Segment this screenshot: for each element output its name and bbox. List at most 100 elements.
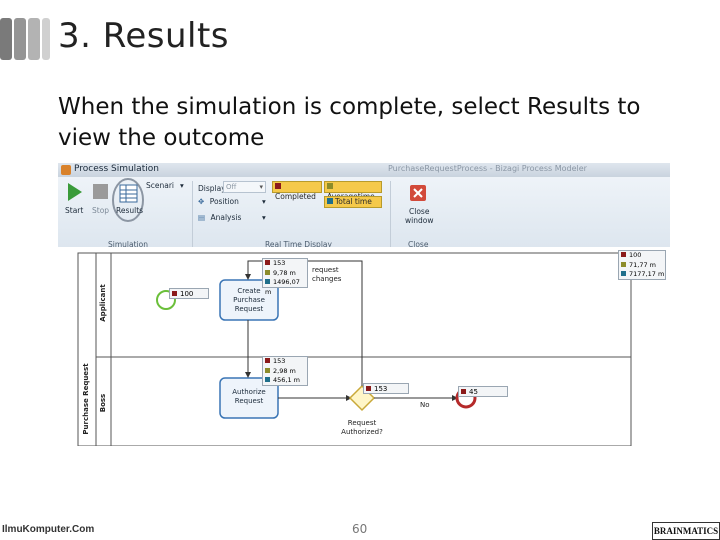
stop-label: Stop <box>92 206 110 215</box>
slide-body-text: When the simulation is complete, select … <box>58 94 641 151</box>
lane-label-boss: Boss <box>99 393 107 413</box>
stop-icon <box>93 184 108 199</box>
footer-brand-logo: BRAINMATICS <box>652 522 720 540</box>
total-time-color-swatch <box>621 271 626 276</box>
stop-button[interactable]: Stop <box>89 181 111 221</box>
display-value: Off <box>226 183 237 191</box>
start-counter: 100 <box>169 288 209 299</box>
analysis-label: Analysis <box>210 213 242 222</box>
summary-average-time: 71,77 m <box>629 260 657 269</box>
table-icon <box>119 184 138 203</box>
summary-total-time: 7177,17 m <box>629 270 665 278</box>
position-icon: ✥ <box>198 197 205 206</box>
app-title: Process Simulation <box>74 164 159 174</box>
scenario-select[interactable]: Scenari ▾ <box>146 181 188 193</box>
realtime-group-label: Real Time Display <box>265 240 332 249</box>
gateway-counter-value: 153 <box>374 385 388 393</box>
task1-total-time: 1496,07 m <box>265 278 300 296</box>
chevron-down-icon: ▾ <box>262 213 266 222</box>
end-counter: 45 <box>458 386 508 397</box>
task2-total-time: 456,1 m <box>273 376 301 384</box>
lane-label-applicant: Applicant <box>99 284 107 322</box>
ribbon-separator <box>192 181 193 247</box>
position-button[interactable]: ✥ Position ▾ <box>198 197 268 209</box>
total-time-color-swatch <box>265 377 270 382</box>
analysis-button[interactable]: ▤ Analysis ▾ <box>198 213 268 225</box>
gateway-label: Request Authorized? <box>334 419 390 437</box>
average-time-toggle[interactable]: Averagetime <box>324 181 382 201</box>
no-label: No <box>420 401 430 409</box>
chevron-down-icon: ▾ <box>259 183 263 191</box>
results-highlight-circle <box>112 178 144 222</box>
arrowhead-icon <box>245 372 251 378</box>
task1-label-line3: Request <box>234 305 264 313</box>
average-time-color-swatch <box>265 269 270 275</box>
completed-color-swatch <box>366 386 371 391</box>
task2-average-time: 2,98 m <box>273 366 296 375</box>
process-diagram: Purchase Request Applicant Boss 100 Crea… <box>58 247 670 446</box>
start-label: Start <box>65 206 84 215</box>
completed-color-swatch <box>172 291 177 296</box>
ribbon: Start Stop Results Scenari ▾ <box>58 177 670 249</box>
pool-label: Purchase Request <box>82 363 90 435</box>
loop-label-line2: changes <box>312 275 342 283</box>
completed-color-swatch <box>275 183 281 189</box>
window-title: PurchaseRequestProcess - Bizagi Process … <box>388 164 587 173</box>
display-label: Display <box>198 184 226 193</box>
window-label: window <box>405 216 434 225</box>
app-screenshot: Process Simulation PurchaseRequestProces… <box>58 163 670 446</box>
gateway-label-line2: Authorized? <box>341 428 383 436</box>
title-accent-bars <box>0 18 50 60</box>
completed-color-swatch <box>461 389 466 394</box>
task1-label: Create Purchase Request <box>220 287 278 314</box>
average-time-color-swatch <box>621 261 626 267</box>
task1-average-time: 9,78 m <box>273 268 296 277</box>
page-number: 60 <box>352 522 368 536</box>
position-label: Position <box>209 197 239 206</box>
task1-label-line1: Create <box>237 287 261 295</box>
scenario-value: Scenari <box>146 181 175 190</box>
play-icon <box>68 183 82 201</box>
completed-toggle[interactable]: Completed <box>272 181 322 201</box>
gateway-label-line1: Request <box>347 419 377 427</box>
average-time-color-swatch <box>265 367 270 373</box>
completed-color-swatch <box>265 358 270 363</box>
chevron-down-icon: ▾ <box>262 197 266 206</box>
arrowhead-icon <box>452 395 458 401</box>
task2-completed: 153 <box>273 357 286 365</box>
total-time-label: Total time <box>335 197 372 206</box>
ribbon-separator <box>390 181 391 247</box>
start-button[interactable]: Start <box>62 181 86 221</box>
app-titlebar: Process Simulation PurchaseRequestProces… <box>58 163 670 177</box>
pool <box>77 252 632 446</box>
close-group-label: Close <box>408 240 429 249</box>
total-time-color-swatch <box>327 198 333 204</box>
task1-completed: 153 <box>273 259 286 267</box>
summary-completed: 100 <box>629 251 642 259</box>
loop-label: request changes <box>312 266 341 284</box>
close-label: Close <box>409 207 430 216</box>
summary-stats: 100 71,77 m 7177,17 m <box>618 250 666 280</box>
loop-label-line1: request <box>312 266 339 274</box>
chevron-down-icon: ▾ <box>180 181 184 190</box>
task1-label-line2: Purchase <box>233 296 265 304</box>
completed-color-swatch <box>621 252 626 257</box>
total-time-toggle[interactable]: Total time <box>324 196 382 208</box>
results-button[interactable]: Results <box>112 178 145 223</box>
display-select[interactable]: Off ▾ <box>223 181 266 193</box>
create-purchase-request-task[interactable] <box>219 279 279 321</box>
simulation-group-label: Simulation <box>108 240 148 249</box>
analysis-icon: ▤ <box>198 213 206 222</box>
close-icon <box>410 185 426 201</box>
arrowhead-icon <box>245 274 251 280</box>
task2-label: Authorize Request <box>220 388 278 406</box>
task2-label-line2: Request <box>234 397 264 405</box>
gateway-counter: 153 <box>363 383 409 394</box>
close-window-button[interactable]: Close window <box>400 185 436 229</box>
average-time-color-swatch <box>327 183 333 189</box>
completed-color-swatch <box>265 260 270 265</box>
footer-site-logo: IlmuKomputer.Com <box>2 524 95 535</box>
app-icon <box>61 165 71 175</box>
task2-stats: 153 2,98 m 456,1 m <box>262 356 308 386</box>
completed-label: Completed <box>275 192 316 201</box>
